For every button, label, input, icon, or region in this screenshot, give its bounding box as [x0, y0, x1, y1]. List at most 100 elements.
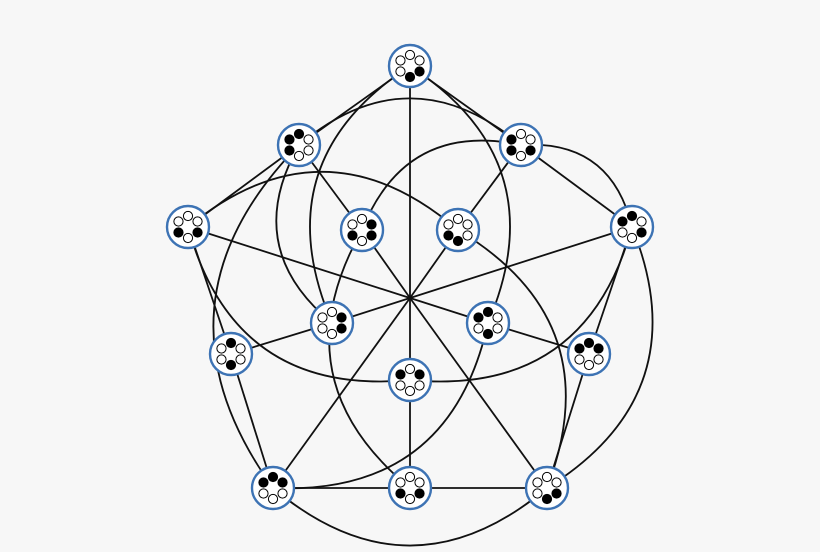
nodes-layer [165, 43, 655, 511]
empty-dot [473, 323, 484, 334]
empty-dot [347, 219, 358, 230]
filled-dot [636, 227, 647, 238]
arc-BL-MR [272, 322, 489, 490]
empty-dot [404, 363, 416, 375]
edge-T-UL [298, 65, 411, 146]
node-IL [339, 207, 385, 253]
empty-dot [303, 145, 314, 156]
empty-dot [356, 213, 368, 225]
edge-T-UR [409, 65, 522, 146]
empty-dot [462, 230, 473, 241]
filled-dot [395, 369, 406, 380]
node-IR [435, 207, 481, 253]
filled-dot [583, 337, 595, 349]
node-RR [566, 331, 612, 377]
empty-dot [404, 385, 416, 397]
empty-dot [551, 477, 562, 488]
filled-dot [395, 488, 406, 499]
node-T [387, 43, 433, 89]
empty-dot [395, 477, 406, 488]
filled-dot [506, 145, 517, 156]
arc-BR-IR [457, 229, 567, 489]
filled-dot [192, 227, 203, 238]
empty-dot [395, 380, 406, 391]
empty-dot [404, 493, 416, 505]
empty-dot [492, 312, 503, 323]
empty-dot [414, 55, 425, 66]
empty-dot [414, 380, 425, 391]
node-C [387, 357, 433, 403]
arc-T-ML [309, 65, 411, 324]
edge-BL-c [272, 297, 411, 489]
empty-dot [182, 232, 194, 244]
edge-RR-BR [546, 353, 590, 489]
filled-dot [225, 337, 237, 349]
filled-dot [452, 235, 464, 247]
arc-BL-UL [212, 144, 300, 489]
empty-dot [626, 232, 638, 244]
filled-dot [414, 369, 425, 380]
empty-dot [326, 328, 338, 340]
empty-dot [525, 134, 536, 145]
filled-dot [336, 323, 347, 334]
empty-dot [216, 343, 227, 354]
filled-dot [277, 477, 288, 488]
edge-LL-BL [230, 353, 274, 489]
center-hub [407, 295, 413, 301]
filled-dot [506, 134, 517, 145]
empty-dot [404, 49, 416, 61]
node-UL [276, 122, 322, 168]
node-R [609, 204, 655, 250]
arc-R-BR [546, 226, 654, 489]
filled-dot [366, 230, 377, 241]
empty-dot [541, 471, 553, 483]
empty-dot [583, 359, 595, 371]
empty-dot [617, 227, 628, 238]
filled-dot [626, 210, 638, 222]
node-BM [387, 465, 433, 511]
arc-UR-IL [361, 139, 522, 231]
empty-dot [303, 134, 314, 145]
edge-UR-R [520, 144, 633, 228]
arc-L-IR [187, 170, 459, 231]
empty-dot [574, 354, 585, 365]
empty-dot [235, 354, 246, 365]
filled-dot [482, 306, 494, 318]
empty-dot [515, 150, 527, 162]
empty-dot [395, 55, 406, 66]
arcs-layer [187, 65, 654, 547]
filled-dot [414, 66, 425, 77]
filled-dot [267, 471, 279, 483]
empty-dot [532, 488, 543, 499]
filled-dot [473, 312, 484, 323]
filled-dot [293, 128, 305, 140]
node-L [165, 204, 211, 250]
node-BR [524, 465, 570, 511]
filled-dot [284, 134, 295, 145]
empty-dot [515, 128, 527, 140]
empty-dot [277, 488, 288, 499]
empty-dot [258, 488, 269, 499]
edge-L-UL [187, 144, 300, 228]
empty-dot [235, 343, 246, 354]
empty-dot [173, 216, 184, 227]
empty-dot [636, 216, 647, 227]
empty-dot [452, 213, 464, 225]
empty-dot [216, 354, 227, 365]
empty-dot [192, 216, 203, 227]
arc-BR-BL [272, 487, 548, 547]
filled-dot [541, 493, 553, 505]
empty-dot [532, 477, 543, 488]
filled-dot [593, 343, 604, 354]
node-MR [465, 300, 511, 346]
empty-dot [326, 306, 338, 318]
empty-dot [492, 323, 503, 334]
empty-dot [356, 235, 368, 247]
filled-dot [366, 219, 377, 230]
filled-dot [443, 230, 454, 241]
edge-L-c [187, 226, 411, 299]
empty-dot [182, 210, 194, 222]
empty-dot [267, 493, 279, 505]
